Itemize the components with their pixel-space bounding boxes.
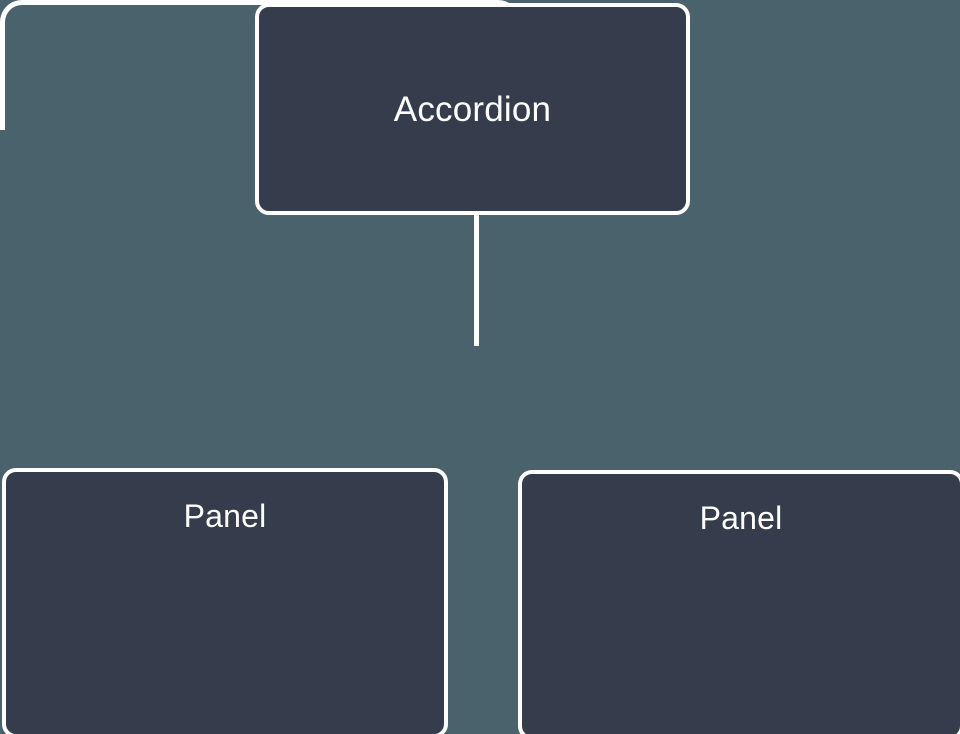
- node-panel-inactive-label: Panel: [699, 500, 783, 536]
- connector-root-stem: [474, 211, 479, 346]
- node-panel-active[interactable]: Panel: [2, 468, 448, 734]
- node-accordion-label: Accordion: [393, 89, 552, 129]
- node-panel-active-label: Panel: [183, 498, 267, 534]
- node-panel-inactive[interactable]: Panel: [518, 470, 960, 734]
- node-accordion[interactable]: Accordion: [255, 3, 690, 215]
